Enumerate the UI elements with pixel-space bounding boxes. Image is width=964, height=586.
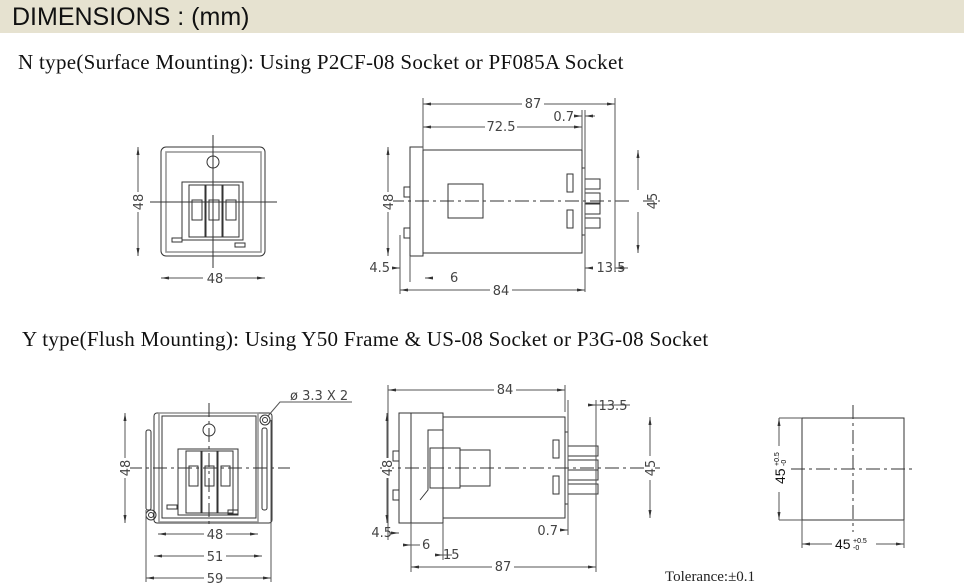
dim-height: 48 bbox=[132, 194, 147, 211]
section-title: DIMENSIONS : (mm) bbox=[12, 3, 250, 31]
n-type-front-view: 48 48 bbox=[132, 135, 277, 287]
cutout-height-tol-minus: -0 bbox=[781, 460, 788, 466]
dim-front-offset: 4.5 bbox=[369, 261, 390, 276]
n-type-caption: N type(Surface Mounting): Using P2CF-08 … bbox=[18, 50, 624, 74]
dim-front-offset: 4.5 bbox=[371, 526, 392, 541]
dim-plate: 0.7 bbox=[553, 110, 574, 125]
cutout-width: 45 bbox=[835, 536, 851, 552]
dim-body: 72.5 bbox=[487, 120, 516, 135]
dim-width: 48 bbox=[207, 272, 224, 287]
dim-width-59: 59 bbox=[207, 572, 224, 586]
y-type-caption: Y type(Flush Mounting): Using Y50 Frame … bbox=[22, 327, 709, 351]
dim-height: 48 bbox=[381, 460, 396, 477]
dim-pins: 13.5 bbox=[597, 261, 626, 276]
cutout-width-tol-plus: +0.5 bbox=[853, 538, 867, 545]
cutout-height: 45 bbox=[772, 468, 788, 484]
cutout-height-tol-plus: +0.5 bbox=[774, 452, 781, 466]
dim-width-48: 48 bbox=[207, 528, 224, 543]
dim-plate: 0.7 bbox=[537, 524, 558, 539]
dim-height: 48 bbox=[119, 460, 134, 477]
panel-cutout-view: 45 +0.5 -0 45 +0.5 -0 bbox=[772, 405, 916, 552]
dim-height: 48 bbox=[382, 194, 397, 211]
dim-frame: 15 bbox=[443, 548, 460, 563]
dim-bezel: 6 bbox=[422, 538, 430, 553]
section-header: DIMENSIONS : (mm) bbox=[0, 0, 964, 33]
dim-socket-length: 84 bbox=[493, 284, 510, 299]
tolerance-note: Tolerance:±0.1 bbox=[665, 569, 755, 585]
cutout-width-tol-minus: -0 bbox=[853, 545, 859, 552]
dim-socket-height: 45 bbox=[644, 460, 659, 477]
y-type-front-view: ø 3.3 X 2 48 48 51 59 bbox=[119, 389, 352, 586]
dim-width-51: 51 bbox=[207, 550, 224, 565]
dim-overall: 87 bbox=[495, 560, 512, 575]
dim-socket-height: 45 bbox=[646, 193, 661, 210]
dim-socket-length: 84 bbox=[497, 383, 514, 398]
n-type-side-view: 87 72.5 0.7 48 45 4.5 6 84 13.5 bbox=[369, 96, 661, 299]
dim-bezel: 6 bbox=[450, 271, 458, 286]
dim-pins: 13.5 bbox=[599, 399, 628, 414]
dim-overall: 87 bbox=[525, 97, 542, 112]
mounting-holes-label: ø 3.3 X 2 bbox=[290, 389, 348, 404]
y-type-side-view: 84 13.5 48 45 4.5 6 15 87 0.7 bbox=[371, 383, 660, 575]
